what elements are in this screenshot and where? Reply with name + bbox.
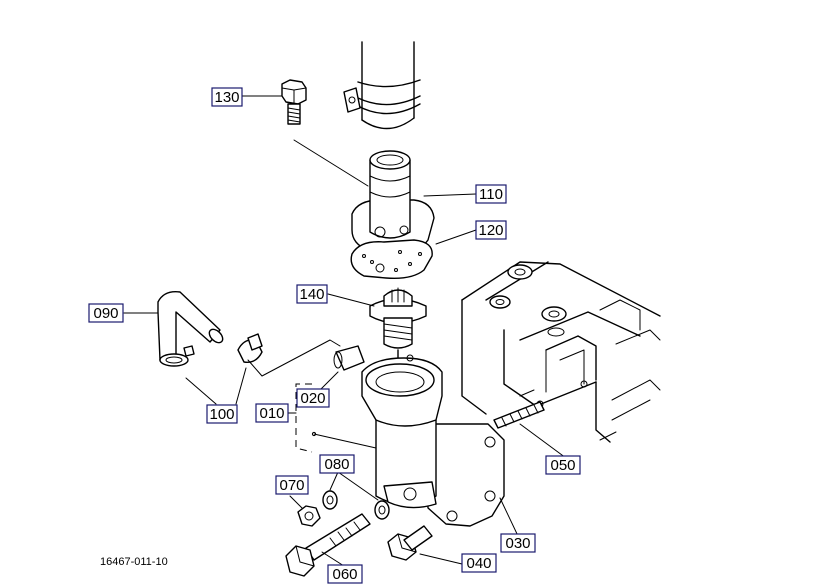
cylinder-head: [461, 261, 661, 443]
label-100: 100: [206, 404, 238, 424]
bolt-060: [285, 513, 371, 577]
washers-080: [322, 490, 390, 520]
bolt-040: [387, 525, 433, 561]
stud-050: [493, 401, 545, 429]
svg-text:090: 090: [93, 305, 118, 322]
thermostat-cover-110: [351, 150, 435, 253]
label-050: 050: [545, 455, 581, 475]
svg-text:030: 030: [505, 535, 530, 552]
svg-text:130: 130: [214, 89, 239, 106]
label-040: 040: [461, 553, 497, 573]
label-070: 070: [275, 475, 309, 495]
svg-text:080: 080: [324, 456, 349, 473]
label-020: 020: [296, 388, 330, 408]
label-010: 010: [255, 403, 289, 423]
leader-lines: [123, 95, 567, 567]
svg-text:070: 070: [279, 477, 304, 494]
label-060: 060: [327, 564, 363, 584]
hose-clamps-100: [159, 333, 263, 367]
label-140: 140: [296, 284, 328, 304]
assembly-bracket-010: [295, 383, 313, 453]
svg-text:140: 140: [299, 286, 324, 303]
nut-070: [297, 505, 321, 527]
svg-text:020: 020: [300, 390, 325, 407]
svg-text:010: 010: [259, 405, 284, 422]
svg-text:120: 120: [478, 222, 503, 239]
label-130: 130: [211, 87, 243, 107]
thermostat-housing-010: [333, 345, 505, 527]
label-080: 080: [319, 454, 355, 474]
svg-text:110: 110: [479, 186, 503, 203]
gasket-120: [350, 239, 433, 280]
thermostat-140: [369, 287, 427, 359]
svg-text:100: 100: [209, 406, 234, 423]
label-110: 110: [475, 184, 507, 204]
drawing-number: 16467-011-10: [100, 556, 168, 568]
label-090: 090: [88, 303, 124, 323]
svg-text:050: 050: [550, 457, 575, 474]
label-120: 120: [475, 220, 507, 240]
label-030: 030: [500, 533, 536, 553]
bolt-130: [281, 79, 307, 125]
svg-text:040: 040: [466, 555, 491, 572]
upper-hose: [343, 41, 421, 130]
svg-text:060: 060: [332, 566, 357, 583]
